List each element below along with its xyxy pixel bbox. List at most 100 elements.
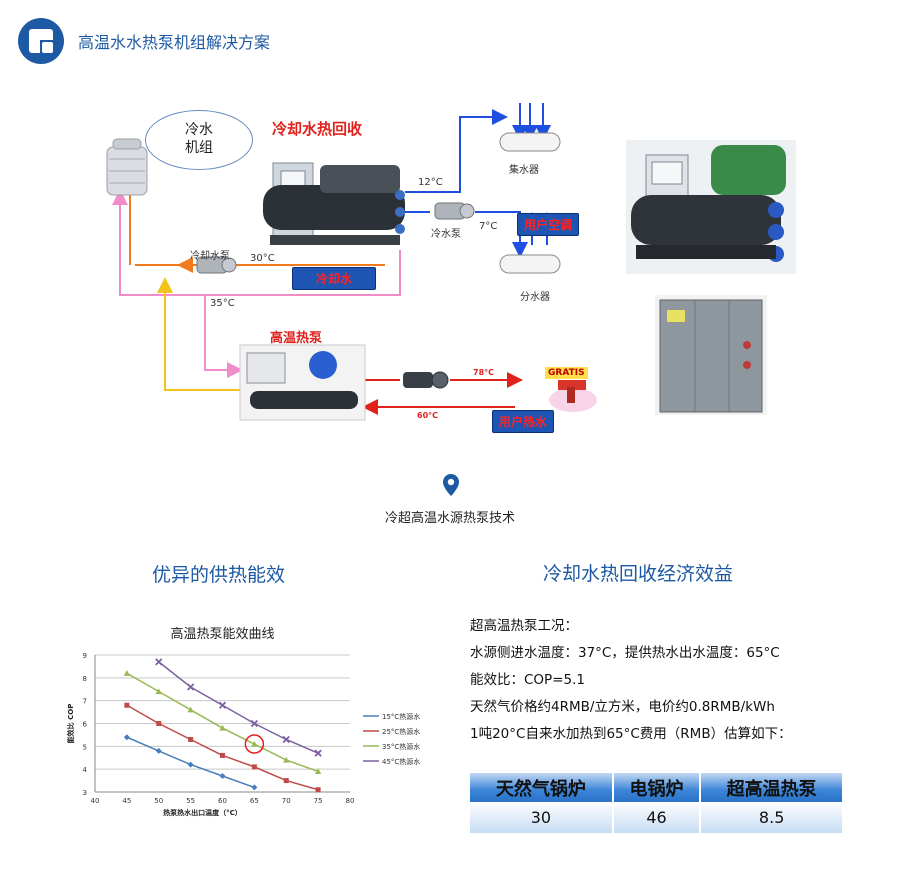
data-point [187, 706, 194, 713]
distributor-label: 分水器 [520, 292, 550, 303]
data-point [250, 719, 259, 728]
page-header: 高温水水热泵机组解决方案 [18, 18, 270, 64]
heat-pump-unit-icon [239, 344, 366, 421]
chiller-photo [626, 140, 796, 274]
highlight-circle [244, 734, 265, 754]
info-line-4: 天然气价格约4RMB/立方米，电价约0.8RMB/kWh [470, 699, 775, 715]
x-tick-label: 55 [186, 797, 195, 805]
legend-label: 25°C热源水 [382, 727, 420, 736]
temp-35-label: 35°C [210, 298, 235, 309]
y-tick-label: 4 [83, 766, 88, 774]
bubble-line-2: 机组 [185, 140, 213, 156]
section-title-efficiency: 优异的供热能效 [152, 564, 286, 586]
cooling-pump-label: 冷却水泵 [190, 251, 230, 262]
info-line-2: 水源侧进水温度：37°C，提供热水出水温度：65°C [470, 645, 780, 661]
x-tick-label: 75 [314, 797, 323, 805]
x-tick-label: 50 [154, 797, 163, 805]
gratis-tag: GRATIS [545, 367, 588, 379]
series-line [158, 661, 319, 754]
heat-pump-title: 高温热泵 [270, 331, 323, 346]
temp-60-label: 60°C [417, 411, 439, 420]
chiller-unit-icon [263, 162, 405, 245]
data-point [188, 736, 194, 742]
temp-30-label: 30°C [250, 253, 275, 264]
section-title-economics: 冷却水热回收经济效益 [543, 563, 734, 585]
table-cell-heat-pump: 8.5 [701, 802, 842, 833]
data-point [186, 683, 195, 691]
x-tick-label: 60 [218, 797, 227, 805]
diagram-caption: 冷超高温水源热泵技术 [384, 511, 515, 526]
data-point [251, 740, 258, 747]
data-point [282, 735, 290, 744]
diagram-pipes [106, 103, 597, 421]
table-cell-electric-boiler: 46 [613, 802, 702, 833]
data-point [219, 724, 226, 731]
table-header-electric-boiler: 电锅炉 [613, 773, 702, 802]
data-point [123, 670, 131, 676]
y-tick-label: 9 [83, 652, 87, 660]
collector-tank-icon [499, 132, 561, 152]
chiller-bubble: 冷水 机组 [145, 110, 253, 170]
economics-info: 超高温热泵工况： 水源侧进水温度：37°C，提供热水出水温度：65°C 能效比：… [470, 618, 860, 753]
x-tick-label: 45 [122, 797, 131, 805]
data-point [218, 701, 227, 709]
table-cell-gas-boiler: 30 [470, 802, 614, 833]
cost-table: 天然气锅炉 电锅炉 超高温热泵 30 46 8.5 [470, 773, 842, 833]
legend-label: 45°C热源水 [382, 757, 420, 766]
y-tick-label: 8 [83, 675, 87, 683]
table-row: 30 46 8.5 [470, 802, 842, 833]
chart-title: 高温热泵能效曲线 [170, 626, 274, 642]
user-hot-water-badge: 用户热水 [492, 410, 555, 433]
y-tick-label: 7 [83, 698, 87, 706]
legend-label: 15°C热源水 [382, 712, 420, 721]
faucet-icon [549, 380, 597, 412]
data-point [219, 773, 226, 780]
data-point [156, 721, 162, 726]
cooling-tower-icon [106, 138, 148, 196]
y-tick-label: 5 [83, 743, 87, 751]
table-header-row: 天然气锅炉 电锅炉 超高温热泵 [470, 773, 842, 802]
data-point [155, 658, 163, 666]
data-point [314, 768, 322, 775]
data-point [155, 747, 162, 754]
cooling-water-badge: 冷却水 [292, 267, 376, 290]
heat-pump-photo [655, 295, 767, 415]
data-point [251, 764, 257, 770]
x-tick-label: 40 [91, 797, 100, 805]
x-axis-label: 热泵热水出口温度（°C） [163, 808, 242, 817]
data-point [251, 784, 258, 791]
data-point [314, 749, 322, 757]
data-point [220, 752, 225, 758]
x-tick-label: 80 [346, 797, 355, 805]
data-point [155, 688, 162, 695]
data-point [187, 761, 194, 768]
chilled-pump-label: 冷水泵 [431, 229, 461, 240]
hot-water-pump-icon [403, 371, 449, 389]
info-line-1: 超高温热泵工况： [470, 618, 578, 634]
info-line-5: 1吨20°C自来水加热到65°C费用（RMB）估算如下： [470, 726, 792, 742]
info-line-3: 能效比：COP=5.1 [470, 672, 585, 688]
cooling-pump-icon [196, 256, 237, 274]
data-point [124, 702, 130, 708]
x-tick-label: 70 [282, 797, 291, 805]
legend-label: 35°C热源水 [382, 742, 420, 751]
table-header-gas-boiler: 天然气锅炉 [470, 773, 614, 802]
system-diagram: 冷水 机组 冷却水热回收 集水器 分水器 12°C 7°C 冷水泵 用户空调 冷… [95, 95, 615, 455]
bubble-line-1: 冷水 [185, 122, 213, 138]
logo-icon [18, 18, 64, 64]
x-tick-label: 65 [250, 797, 259, 805]
data-point [123, 734, 130, 741]
data-point [283, 756, 290, 763]
data-point [315, 787, 321, 793]
chilled-pump-icon [434, 202, 475, 220]
table-header-heat-pump: 超高温热泵 [701, 773, 842, 802]
location-pin-icon [443, 474, 459, 496]
y-tick-label: 6 [83, 721, 88, 729]
distributor-tank-icon [499, 254, 561, 274]
data-point [283, 778, 289, 784]
page-title: 高温水水热泵机组解决方案 [78, 33, 271, 52]
y-axis-label: 能效比 COP [66, 704, 75, 744]
temp-7-label: 7°C [479, 221, 498, 232]
